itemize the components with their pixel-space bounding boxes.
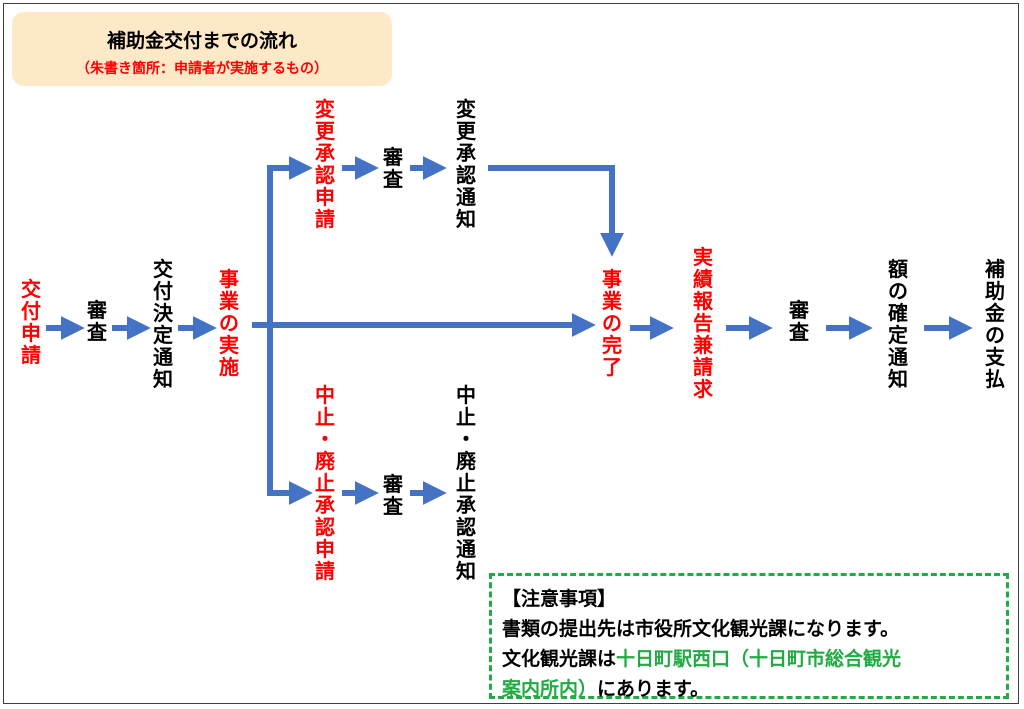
node-subsidy-payment: 補助金の支払 xyxy=(985,257,1005,391)
notice-line-2-text: 文化観光課は xyxy=(502,648,617,670)
node-amount-confirmation-notice: 額の確定通知 xyxy=(888,257,908,391)
notice-location-highlight-2: 案内所内） xyxy=(502,678,598,700)
node-review-cancel: 審査 xyxy=(383,472,403,518)
notice-line-3-text: にあります。 xyxy=(597,678,710,700)
arrow-branch-to-change xyxy=(252,156,313,328)
node-review-2: 審査 xyxy=(789,298,809,344)
node-review-1: 審査 xyxy=(87,298,107,344)
title-box: 補助金交付までの流れ （朱書き箇所：申請者が実施するもの） xyxy=(12,12,392,86)
node-cancel-approval-notice: 中止・廃止承認通知 xyxy=(456,383,476,583)
diagram-subtitle: （朱書き箇所：申請者が実施するもの） xyxy=(76,61,328,77)
notice-line-2: 文化観光課は十日町駅西口（十日町市総合観光 xyxy=(502,644,996,674)
node-grant-application: 交付申請 xyxy=(21,277,41,367)
node-grant-decision-notice: 交付決定通知 xyxy=(153,257,173,391)
notice-location-highlight-1: 十日町駅西口（十日町市総合観光 xyxy=(616,648,902,670)
notice-box: 【注意事項】 書類の提出先は市役所文化観光課になります。 文化観光課は十日町駅西… xyxy=(489,573,1009,700)
node-change-approval-notice: 変更承認通知 xyxy=(456,97,476,231)
node-project-implementation: 事業の実施 xyxy=(219,267,239,379)
node-project-completion: 事業の完了 xyxy=(602,267,622,379)
notice-line-3: 案内所内）にあります。 xyxy=(502,674,996,704)
node-performance-report-invoice: 実績報告兼請求 xyxy=(693,245,713,401)
notice-line-1: 書類の提出先は市役所文化観光課になります。 xyxy=(502,618,900,640)
node-cancel-approval-application: 中止・廃止承認申請 xyxy=(315,383,335,583)
node-review-change: 審査 xyxy=(383,145,403,191)
node-change-approval-application: 変更承認申請 xyxy=(315,97,335,231)
arrow-branch-to-cancel xyxy=(267,325,313,505)
diagram-frame xyxy=(3,3,1019,704)
diagram-title: 補助金交付までの流れ xyxy=(106,30,297,52)
arrow-change-notice-to-complete xyxy=(488,165,624,257)
notice-heading: 【注意事項】 xyxy=(502,588,617,610)
